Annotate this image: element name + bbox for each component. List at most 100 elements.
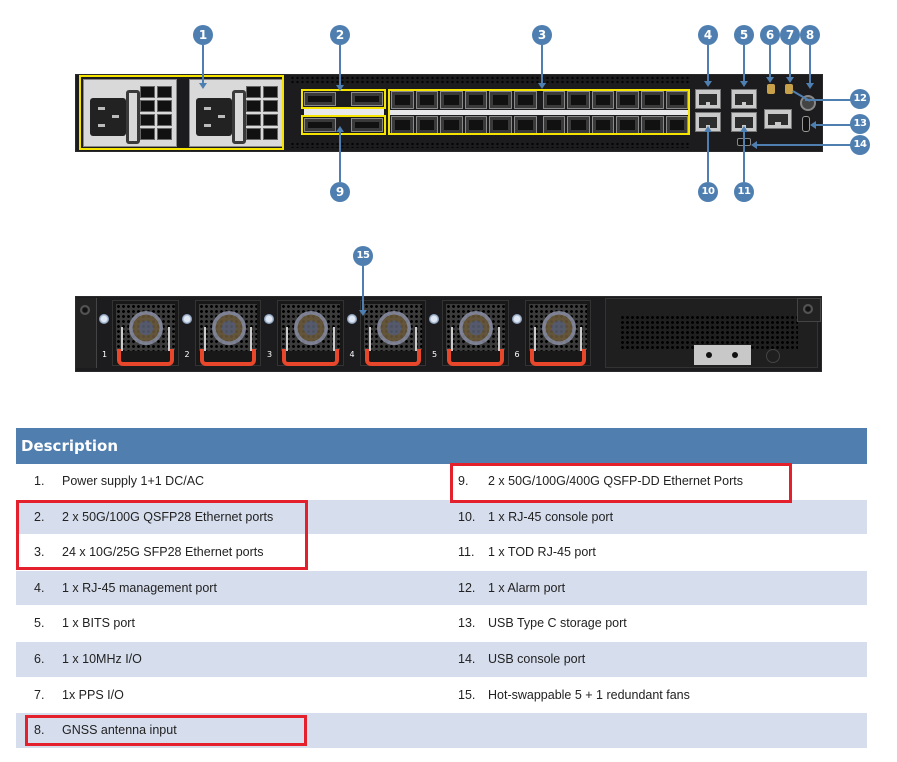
item-number: 9. <box>458 474 469 488</box>
item-number: 5. <box>34 616 45 631</box>
item-number: 13. <box>458 616 476 631</box>
power-supply-2 <box>189 79 283 147</box>
fan-pull-handle[interactable] <box>364 349 421 366</box>
fan-thumbscrew[interactable] <box>429 314 439 324</box>
psu-vent-grid <box>140 86 172 140</box>
sfp28-port[interactable] <box>665 91 689 109</box>
rear-blank-panel <box>605 298 818 368</box>
iec-power-inlet <box>90 98 126 136</box>
table-row: 5. 1 x BITS port 13. USB Type C storage por… <box>16 606 867 642</box>
fan-number-label: 3 <box>267 350 273 359</box>
psu-handle[interactable] <box>126 90 140 144</box>
callout-1: 1 <box>193 25 213 45</box>
sfp28-port[interactable] <box>641 91 664 109</box>
callout-8: 8 <box>800 25 820 45</box>
fan-tray[interactable] <box>359 300 426 366</box>
table-row: 8. GNSS antenna input <box>16 713 867 749</box>
fan-blade-icon <box>459 311 494 345</box>
fan-pull-handle[interactable] <box>282 349 339 366</box>
sfp28-port[interactable] <box>391 116 414 134</box>
qsfp28-port-1[interactable] <box>304 92 336 106</box>
highlight-power-supplies <box>79 75 284 150</box>
sfp28-port[interactable] <box>440 91 463 109</box>
item-number: 6. <box>34 651 45 666</box>
item-number: 12. <box>458 580 476 595</box>
item-description: 1 x BITS port <box>62 616 135 631</box>
callout-11: 11 <box>734 182 754 202</box>
sfp28-port[interactable] <box>391 91 414 109</box>
item-description: 24 x 10G/25G SFP28 Ethernet ports <box>62 545 264 560</box>
bits-port[interactable] <box>731 89 757 109</box>
fan-thumbscrew[interactable] <box>511 314 522 324</box>
qsfp28-port-2[interactable] <box>351 92 383 106</box>
10mhz-io-connector[interactable] <box>767 84 775 94</box>
callout-9: 9 <box>330 182 350 202</box>
sfp28-port[interactable] <box>514 91 537 109</box>
qsfp-dd-port-1[interactable] <box>304 118 336 132</box>
fan-pull-handle[interactable] <box>117 349 174 366</box>
sfp-label-strip <box>390 110 688 115</box>
callout-14: 14 <box>850 135 870 155</box>
sfp28-port[interactable] <box>489 91 512 109</box>
sfp28-port[interactable] <box>440 116 463 134</box>
item-number: 3. <box>34 545 45 560</box>
fan-pull-handle[interactable] <box>529 349 586 366</box>
ground-symbol-icon <box>766 349 780 363</box>
fan-tray[interactable] <box>194 300 261 366</box>
callout-6: 6 <box>760 25 780 45</box>
item-number: 10. <box>458 509 476 524</box>
sfp28-port[interactable] <box>567 91 590 109</box>
sfp28-port[interactable] <box>415 91 439 109</box>
fan-blade-icon <box>294 311 329 345</box>
fan-number-label: 1 <box>102 350 108 359</box>
sfp28-port[interactable] <box>542 91 566 109</box>
sfp28-port[interactable] <box>616 91 639 109</box>
grounding-lug-plate <box>694 345 751 365</box>
psu-handle[interactable] <box>232 90 246 144</box>
callout-7: 7 <box>780 25 800 45</box>
callout-2: 2 <box>330 25 350 45</box>
fan-thumbscrew[interactable] <box>181 314 192 324</box>
pps-io-connector[interactable] <box>785 84 793 94</box>
item-number: 2. <box>34 509 45 524</box>
fan-thumbscrew[interactable] <box>99 314 109 324</box>
fan-tray[interactable] <box>112 300 179 366</box>
item-description: 1 x RJ-45 console port <box>488 509 614 524</box>
table-header: Description <box>16 428 867 464</box>
item-description: GNSS antenna input <box>62 723 177 738</box>
rj45-management-port[interactable] <box>695 89 721 109</box>
item-description: USB Type C storage port <box>488 616 627 631</box>
fan-pull-handle[interactable] <box>199 349 256 366</box>
item-number: 14. <box>458 651 476 666</box>
item-description: 1 x Alarm port <box>488 580 566 595</box>
sfp28-port[interactable] <box>464 91 488 109</box>
sfp28-port[interactable] <box>591 91 615 109</box>
fan-blade-icon <box>376 311 411 345</box>
item-number: 8. <box>34 723 45 738</box>
fan-tray[interactable] <box>524 300 591 366</box>
callout-13: 13 <box>850 114 870 134</box>
callout-12: 12 <box>850 89 870 109</box>
item-number: 7. <box>34 687 45 702</box>
fan-thumbscrew[interactable] <box>346 314 357 324</box>
rear-left-ear <box>76 298 97 368</box>
usb-type-c-port[interactable] <box>802 116 810 132</box>
qsfp-dd-port-2[interactable] <box>351 118 383 132</box>
alarm-port[interactable] <box>764 109 792 129</box>
item-description: 1 x TOD RJ-45 port <box>488 545 596 560</box>
fan-number-label: 6 <box>514 350 520 359</box>
item-number: 15. <box>458 687 476 702</box>
sfp28-port[interactable] <box>591 116 615 134</box>
highlight-row-9 <box>450 463 792 503</box>
fan-tray[interactable] <box>277 300 344 366</box>
fan-thumbscrew[interactable] <box>264 314 274 324</box>
highlight-qsfp28-ports <box>301 89 386 109</box>
fan-tray[interactable] <box>442 300 509 366</box>
fan-pull-handle[interactable] <box>447 349 504 366</box>
